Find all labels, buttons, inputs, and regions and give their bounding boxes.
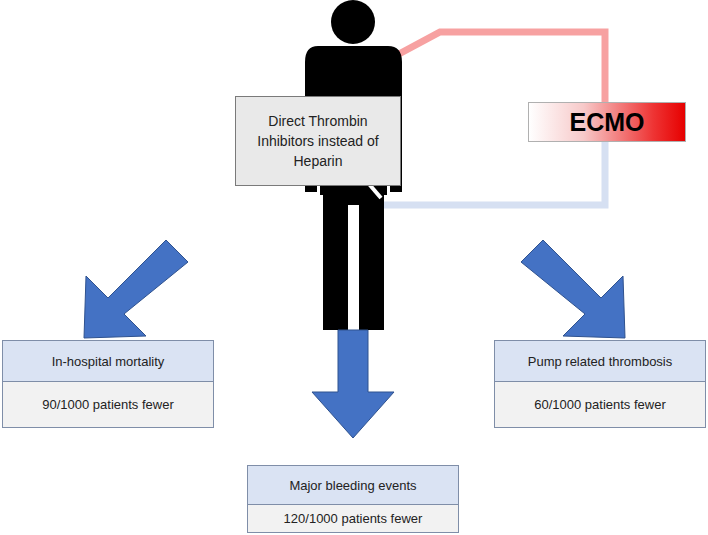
outcome-value: 90/1000 patients fewer bbox=[2, 382, 214, 428]
venous-line bbox=[384, 140, 605, 205]
arterial-line bbox=[384, 32, 605, 104]
treatment-label: Direct Thrombin Inhibitors instead of He… bbox=[248, 111, 388, 172]
outcome-heading: Major bleeding events bbox=[247, 465, 459, 505]
outcome-box: Pump related thrombosis60/1000 patients … bbox=[494, 340, 706, 428]
outcome-box: Major bleeding events120/1000 patients f… bbox=[247, 465, 459, 533]
treatment-box: Direct Thrombin Inhibitors instead of He… bbox=[235, 96, 401, 186]
block-arrow bbox=[312, 330, 394, 438]
outcome-box: In-hospital mortality90/1000 patients fe… bbox=[2, 340, 214, 428]
outcome-heading: In-hospital mortality bbox=[2, 340, 214, 382]
block-arrow bbox=[84, 240, 188, 338]
outcome-value: 120/1000 patients fewer bbox=[247, 505, 459, 533]
outcome-heading: Pump related thrombosis bbox=[494, 340, 706, 382]
outcome-value: 60/1000 patients fewer bbox=[494, 382, 706, 428]
cannula bbox=[369, 184, 381, 198]
block-arrow bbox=[521, 240, 625, 338]
device-label: ECMO bbox=[570, 108, 645, 137]
ecmo-box: ECMO bbox=[528, 102, 686, 142]
